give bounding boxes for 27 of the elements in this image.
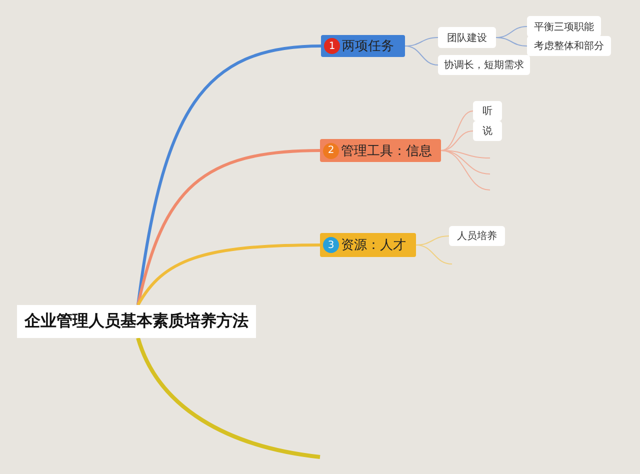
branch-line	[496, 37, 528, 46]
root-topic: 企业管理人员基本素质培养方法	[17, 305, 256, 338]
branch-box	[320, 139, 441, 162]
topic-box: 人员培养	[449, 226, 505, 246]
branch-box	[320, 233, 416, 257]
branch-line	[136, 337, 320, 459]
branch-line	[416, 244, 452, 264]
branch-line	[136, 149, 320, 306]
topic-box: 听	[473, 101, 502, 121]
number-badge: 1	[324, 38, 340, 54]
topic-box: 说	[473, 121, 502, 141]
number-badge: 2	[323, 142, 339, 158]
branch-title: 两项任务	[342, 38, 394, 55]
number-badge: 3	[323, 237, 339, 253]
topic-box: 考虑整体和部分	[527, 36, 611, 56]
branch-line	[440, 150, 490, 174]
branch-line	[136, 44, 322, 306]
topic-box: 团队建设	[438, 27, 496, 48]
topic-box: 平衡三项职能	[527, 16, 601, 37]
branch-title: 管理工具：信息	[341, 142, 432, 160]
branch-line	[440, 110, 474, 151]
topic-box: 协调长，短期需求	[438, 55, 530, 75]
branch-box	[321, 35, 405, 57]
branch-line	[136, 244, 320, 306]
branch-line	[440, 150, 490, 190]
branch-line	[404, 46, 438, 66]
branch-title: 资源：人才	[341, 237, 406, 254]
